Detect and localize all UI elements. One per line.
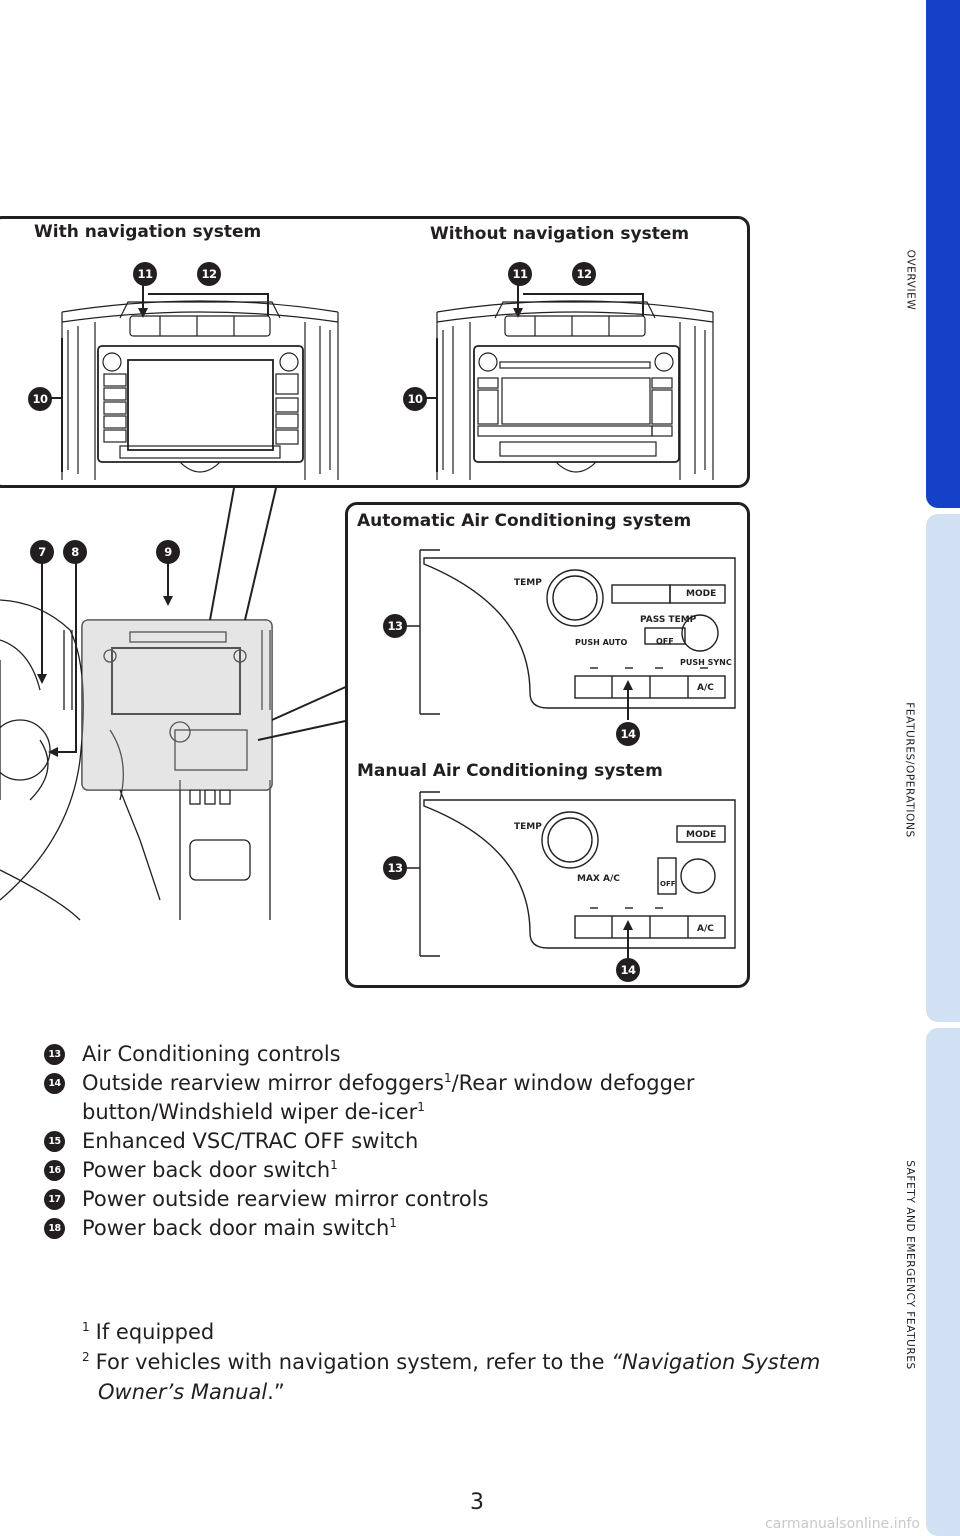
callout-8: 8 bbox=[63, 540, 87, 564]
callout-10-nav: 10 bbox=[28, 387, 52, 411]
features-tab-label: FEATURES/OPERATIONS bbox=[904, 702, 916, 838]
legend-number: 16 bbox=[44, 1160, 65, 1181]
legend-item: 16 Power back door switch1 bbox=[44, 1156, 864, 1185]
watermark: carmanualsonline.info bbox=[765, 1516, 920, 1532]
head-unit-illustrations bbox=[40, 280, 714, 480]
callout-7: 7 bbox=[30, 540, 54, 564]
manual-fan-off-label: OFF bbox=[660, 880, 676, 888]
callout-11-std: 11 bbox=[508, 262, 532, 286]
without-navigation-title: Without navigation system bbox=[430, 224, 690, 244]
callout-13-manual: 13 bbox=[383, 856, 407, 880]
callout-10-std: 10 bbox=[403, 387, 427, 411]
legend-item: 18 Power back door main switch1 bbox=[44, 1214, 864, 1243]
legend-item: 15 Enhanced VSC/TRAC OFF switch bbox=[44, 1127, 864, 1156]
legend-item: 14 Outside rearview mirror defoggers1/Re… bbox=[44, 1069, 864, 1127]
automatic-ac-title: Automatic Air Conditioning system bbox=[357, 511, 692, 531]
page-number: 3 bbox=[470, 1490, 484, 1515]
overview-tab[interactable] bbox=[926, 0, 960, 508]
callout-13-auto: 13 bbox=[383, 614, 407, 638]
legend-list: 13 Air Conditioning controls 14 Outside … bbox=[44, 1040, 864, 1243]
manual-mode-button[interactable]: MODE bbox=[686, 830, 717, 840]
footnote-2-continued: Owner’s Manual.” bbox=[98, 1380, 285, 1404]
max-ac-label: MAX A/C bbox=[577, 874, 620, 884]
auto-ac-button[interactable]: A/C bbox=[697, 683, 714, 693]
overview-tab-label: OVERVIEW bbox=[904, 249, 916, 311]
ac-illustrations bbox=[400, 549, 736, 958]
legend-number: 15 bbox=[44, 1131, 65, 1152]
manual-ac-button[interactable]: A/C bbox=[697, 924, 714, 934]
manual-temp-label: TEMP bbox=[514, 822, 542, 832]
callout-14-auto: 14 bbox=[616, 722, 640, 746]
fan-off-button[interactable]: OFF bbox=[656, 637, 674, 646]
callout-14-manual: 14 bbox=[616, 958, 640, 982]
legend-number: 18 bbox=[44, 1218, 65, 1239]
legend-item: 13 Air Conditioning controls bbox=[44, 1040, 864, 1069]
manual-ac-title: Manual Air Conditioning system bbox=[357, 761, 663, 781]
legend-number: 17 bbox=[44, 1189, 65, 1210]
auto-temp-label: TEMP bbox=[514, 578, 542, 588]
push-auto-label: PUSH AUTO bbox=[575, 638, 628, 647]
legend-item: 17 Power outside rearview mirror control… bbox=[44, 1185, 864, 1214]
air-conditioning-panel bbox=[345, 502, 750, 988]
auto-mode-button[interactable]: MODE bbox=[686, 589, 717, 599]
dashboard-illustration bbox=[0, 487, 351, 921]
push-sync-label: PUSH SYNC bbox=[680, 658, 732, 667]
pass-temp-label: PASS TEMP bbox=[640, 615, 697, 625]
head-unit-panel bbox=[0, 216, 750, 488]
legend-number: 13 bbox=[44, 1044, 65, 1065]
safety-tab-label: SAFETY AND EMERGENCY FEATURES bbox=[904, 1160, 916, 1370]
legend-number: 14 bbox=[44, 1073, 65, 1094]
callout-12-nav: 12 bbox=[197, 262, 221, 286]
callout-9: 9 bbox=[156, 540, 180, 564]
with-navigation-title: With navigation system bbox=[34, 222, 262, 242]
callout-12-std: 12 bbox=[572, 262, 596, 286]
features-operations-tab[interactable] bbox=[926, 514, 960, 1022]
callout-11-nav: 11 bbox=[133, 262, 157, 286]
safety-emergency-tab[interactable] bbox=[926, 1028, 960, 1536]
